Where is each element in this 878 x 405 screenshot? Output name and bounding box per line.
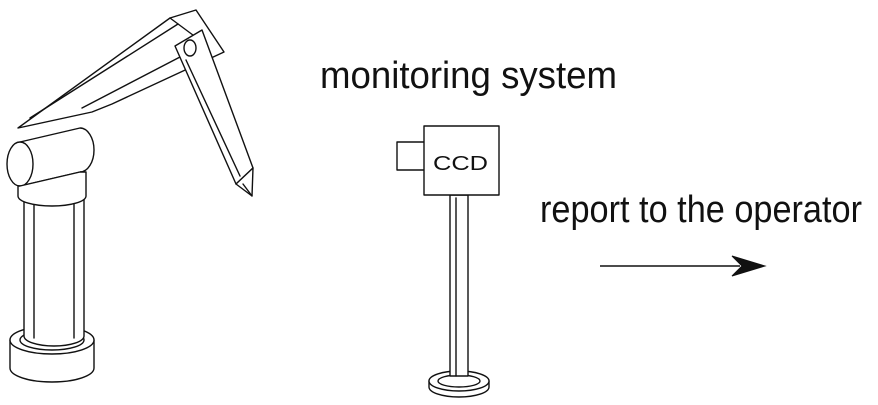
ccd-camera-body: [423, 125, 500, 196]
report-arrow: [600, 255, 767, 277]
ccd-label: CCD: [433, 153, 488, 175]
monitoring-system-label: monitoring system: [320, 55, 617, 97]
robot-shoulder-joint: [6, 127, 95, 207]
robot-tool-tip: [235, 167, 254, 197]
report-to-operator-label: report to the operator: [540, 189, 862, 231]
robot-upper-arm: [17, 9, 225, 129]
robot-column: [23, 191, 85, 347]
ccd-lens: [396, 141, 428, 171]
robot-arm: [6, 9, 254, 383]
robot-wrist-hole: [183, 39, 197, 57]
ccd-camera-stand: [396, 125, 500, 398]
